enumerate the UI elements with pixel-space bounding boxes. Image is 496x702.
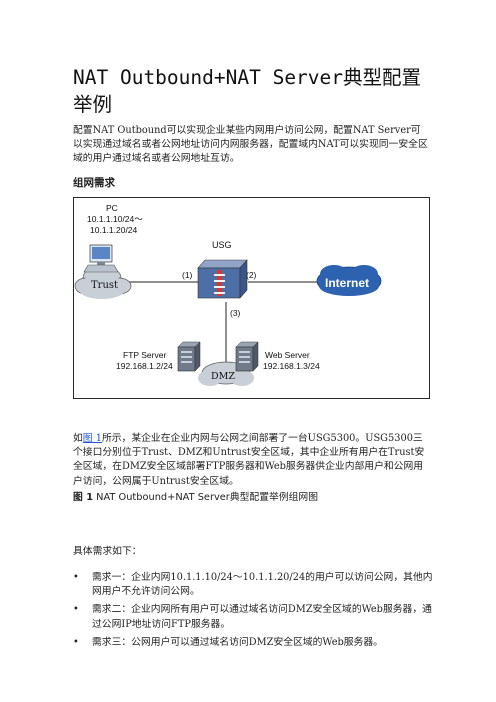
desc-text: 所示，某企业在企业内网与公网之间部署了一台USG5300。USG5300三个接口…: [73, 433, 425, 487]
trust-cloud-icon: [74, 265, 132, 299]
ftp-server-label: FTP Server: [123, 350, 166, 360]
list-item: • 需求一：企业内网10.1.1.10/24～10.1.1.20/24的用户可以访…: [73, 571, 433, 599]
bullet-icon: •: [73, 636, 79, 648]
trust-label: Trust: [91, 280, 118, 291]
list-item: • 需求二：企业内网所有用户可以通过域名访问DMZ安全区域的Web服务器，通过公网…: [73, 603, 433, 631]
requirements-intro: 具体需求如下：: [73, 546, 142, 557]
pc-ip-start: 10.1.1.10/24～: [87, 214, 143, 224]
requirement-text: 需求二：企业内网所有用户可以通过域名访问DMZ安全区域的Web服务器，通过公网I…: [92, 604, 432, 630]
caption-text: NAT Outbound+NAT Server典型配置举例组网图: [93, 492, 319, 503]
figure-caption: 图 1 NAT Outbound+NAT Server典型配置举例组网图: [73, 489, 318, 503]
bullet-icon: •: [73, 572, 79, 583]
caption-label: 图 1: [73, 492, 94, 503]
network-diagram-svg: PC 10.1.1.10/24～ 10.1.1.20/24 Trust USG: [74, 203, 382, 386]
desc-prefix: 如: [73, 433, 83, 444]
document-title: NAT Outbound+NAT Server典型配置举例: [73, 66, 422, 116]
port1-label: (1): [182, 270, 193, 280]
internet-label: Internet: [325, 276, 369, 290]
pc-icon: [83, 244, 119, 273]
intro-paragraph: 配置NAT Outbound可以实现企业某些内网用户访问公网，配置NAT Ser…: [73, 125, 428, 165]
port3-label: (3): [230, 308, 241, 318]
port2-label: (2): [246, 270, 257, 280]
web-server-ip: 192.168.1.3/24: [263, 361, 320, 371]
web-server-label: Web Server: [265, 350, 310, 360]
dmz-label: DMZ: [211, 371, 235, 382]
requirement-text: 需求三：公网用户可以通过域名访问DMZ安全区域的Web服务器。: [92, 636, 383, 648]
requirement-text: 需求一：企业内网10.1.1.10/24～10.1.1.20/24的用户可以访问…: [92, 572, 433, 598]
web-server-icon: [235, 341, 259, 372]
usg-label: USG: [212, 240, 232, 250]
network-diagram: PC 10.1.1.10/24～ 10.1.1.20/24 Trust USG: [73, 197, 430, 399]
section-heading: 组网需求: [73, 177, 115, 189]
pc-ip-end: 10.1.1.20/24: [90, 225, 138, 235]
ftp-server-icon: [177, 341, 201, 372]
usg-firewall-icon: [197, 259, 248, 299]
internet-cloud-icon: [316, 265, 382, 296]
ftp-server-ip: 192.168.1.2/24: [116, 361, 173, 371]
description-paragraph: 如图 1所示，某企业在企业内网与公网之间部署了一台USG5300。USG5300…: [73, 432, 428, 489]
requirements-list: • 需求一：企业内网10.1.1.10/24～10.1.1.20/24的用户可以访…: [73, 571, 433, 654]
bullet-icon: •: [73, 604, 79, 616]
list-item: • 需求三：公网用户可以通过域名访问DMZ安全区域的Web服务器。: [73, 636, 433, 650]
figure-1-link[interactable]: 图 1: [82, 433, 102, 444]
pc-label: PC: [106, 203, 118, 213]
